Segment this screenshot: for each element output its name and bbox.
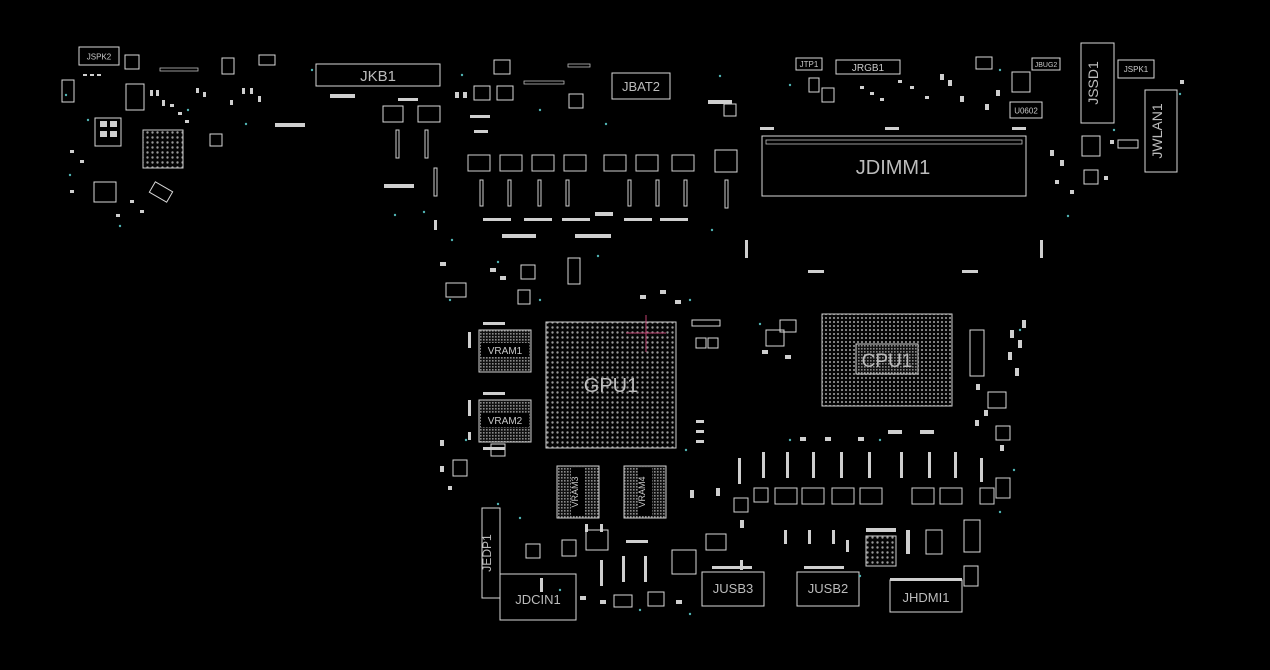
jssd1-connector[interactable] bbox=[1080, 42, 1115, 124]
u0602-label: U0602 bbox=[1014, 107, 1038, 116]
cpu-area: CPU1 bbox=[733, 313, 1026, 513]
top-middle-cluster: JBAT2 bbox=[384, 59, 738, 238]
jrgb1-label: JRGB1 bbox=[852, 63, 885, 74]
gpu1-chip bbox=[545, 321, 677, 449]
vias bbox=[64, 68, 1182, 616]
jedp1-connector[interactable] bbox=[481, 507, 501, 599]
cpu1-label: CPU1 bbox=[862, 351, 913, 372]
jkb1-connector[interactable] bbox=[315, 63, 441, 87]
jdcin1-connector[interactable] bbox=[499, 573, 577, 621]
vram3-label: VRAM3 bbox=[570, 476, 580, 507]
u0602-chip bbox=[1009, 101, 1043, 119]
jspk1-connector[interactable] bbox=[1117, 59, 1155, 79]
jusb2-label: JUSB2 bbox=[808, 581, 848, 596]
jkb1-label: JKB1 bbox=[360, 68, 396, 85]
jbug2-connector[interactable] bbox=[1031, 57, 1061, 71]
jbat2-label: JBAT2 bbox=[622, 79, 660, 94]
vram4-label: VRAM4 bbox=[637, 476, 647, 507]
jusb2-connector[interactable] bbox=[796, 571, 860, 607]
jwlan1-connector[interactable] bbox=[1144, 89, 1178, 173]
jdimm1-label: JDIMM1 bbox=[856, 157, 930, 179]
ic-chip bbox=[142, 129, 184, 169]
top-left-cluster: JSPK2 JKB1 bbox=[61, 46, 441, 217]
bottom-connectors: JEDP1 JDCIN1 JUSB3 JUSB2 JHDMI1 bbox=[480, 488, 981, 621]
top-right-cluster: JTP1 JRGB1 JBUG2 U0602 JSSD1 JSPK1 JWLAN… bbox=[708, 42, 1184, 273]
vram1-label: VRAM1 bbox=[488, 346, 523, 357]
jspk2-connector[interactable] bbox=[78, 46, 120, 66]
jdcin1-label: JDCIN1 bbox=[515, 592, 561, 607]
jtp1-label: JTP1 bbox=[800, 60, 819, 69]
jedp1-label: JEDP1 bbox=[480, 534, 494, 572]
vram2-label: VRAM2 bbox=[488, 416, 523, 427]
jhdmi1-label: JHDMI1 bbox=[903, 590, 950, 605]
jrgb1-connector[interactable] bbox=[835, 59, 901, 75]
jwlan1-label: JWLAN1 bbox=[1149, 103, 1165, 158]
jbug2-label: JBUG2 bbox=[1035, 62, 1058, 69]
gpu-area: VRAM1 VRAM2 GPU1 VRAM3 VRAM4 bbox=[440, 257, 721, 543]
jusb3-label: JUSB3 bbox=[713, 581, 753, 596]
gpu1-label: GPU1 bbox=[584, 375, 638, 397]
jspk2-label: JSPK2 bbox=[87, 53, 112, 62]
jbat2-connector[interactable] bbox=[611, 72, 671, 100]
jtp1-connector[interactable] bbox=[795, 57, 823, 71]
jusb3-connector[interactable] bbox=[701, 571, 765, 607]
jdimm1-slot[interactable] bbox=[761, 135, 1027, 197]
jspk1-label: JSPK1 bbox=[1124, 65, 1149, 74]
jssd1-label: JSSD1 bbox=[1085, 61, 1101, 105]
